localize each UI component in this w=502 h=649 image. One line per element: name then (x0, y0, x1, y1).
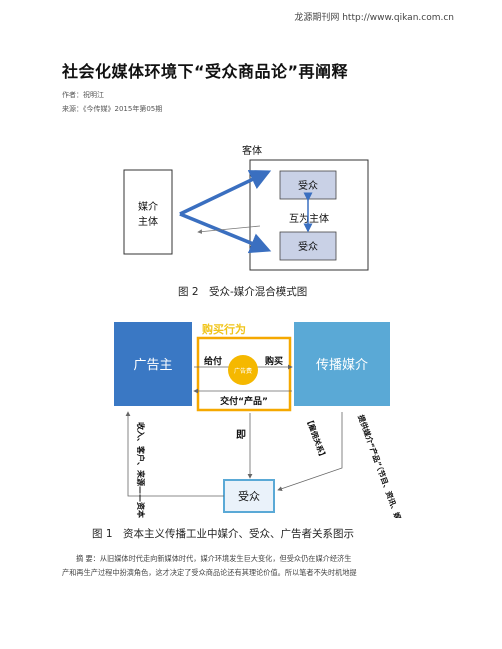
audience-top-box (279, 170, 337, 200)
deliver-label: 交付“产品” (220, 395, 268, 407)
advertiser-box (114, 322, 192, 406)
capital-accumulation-text: 收入、客户、来源——资本积累 (136, 422, 146, 518)
buy-label: 购买 (265, 355, 283, 367)
audience-bottom-box (279, 231, 337, 261)
figure-1-caption: 图 1 资本主义传播工业中媒介、受众、广告者关系图示 (92, 528, 355, 540)
media-product-arrow (277, 412, 343, 491)
audience-top-label: 受众 (298, 180, 318, 192)
figure-2-caption: 图 2 受众-媒介混合模式图 (178, 286, 308, 298)
figure-1-diagram: 广告主 传播媒介 购买行为 给付 购买 广告费 交付“产品” 即 受众 收入、客… (114, 322, 411, 518)
employment-relation-text: 【雇佣关系】 (304, 415, 329, 461)
media-subject-box (123, 169, 173, 255)
buying-behavior-frame (196, 336, 292, 412)
site-header: 龙源期刊网 http://www.qikan.com.cn (294, 13, 454, 23)
media-label: 媒介 (138, 201, 158, 213)
abstract-line-1: 摘 要：从旧媒体时代走向新媒体时代，媒介环境发生巨大变化，但受众仍在媒介经济生 (76, 554, 352, 563)
abstract-line-2: 产和再生产过程中扮演角色，这才决定了受众商品论还有其理论价值。所以笔者不失时机地… (62, 568, 357, 577)
article-source: 来源：《今传媒》2015年第05期 (62, 105, 163, 113)
audience-label: 受众 (238, 490, 260, 503)
media-box (294, 322, 390, 406)
that-is-label: 即 (236, 429, 246, 441)
figure-2-diagram: 客体 媒介 主体 受众 互为主体 受众 (123, 144, 369, 271)
media-product-text: 提供媒介“产品”（节目、资讯、娱乐等） (356, 413, 411, 518)
abstract: 摘 要：从旧媒体时代走向新媒体时代，媒介环境发生巨大变化，但受众仍在媒介经济生 … (62, 552, 440, 580)
article-author: 作者：祝明江 (62, 91, 104, 99)
advertiser-label: 广告主 (133, 358, 172, 373)
media-label: 传播媒介 (316, 358, 368, 373)
product-circle (228, 355, 258, 385)
audience-bottom-label: 受众 (298, 241, 318, 253)
capital-accumulation-arrow (125, 411, 224, 497)
mutual-subject-label: 互为主体 (289, 213, 329, 225)
article-title: 社会化媒体环境下“受众商品论”再阐释 (62, 62, 349, 81)
media-to-object-arrow-lower (179, 212, 272, 254)
product-circle-label: 广告费 (234, 367, 252, 375)
buying-behavior-label: 购买行为 (202, 322, 246, 336)
object-label: 客体 (242, 144, 262, 157)
media-to-object-arrow (179, 170, 272, 216)
subject-label: 主体 (138, 216, 158, 228)
feedback-arrow (197, 225, 261, 235)
pay-label: 给付 (204, 355, 222, 367)
